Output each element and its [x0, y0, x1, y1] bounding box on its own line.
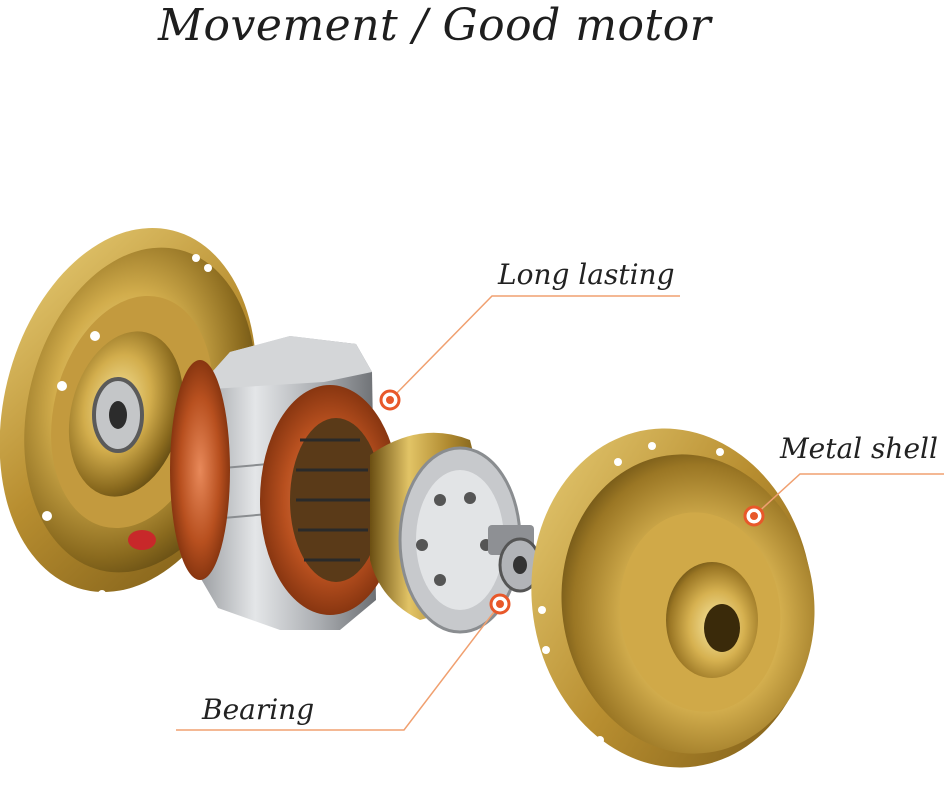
label-long-lasting: Long lasting: [498, 258, 675, 291]
copper-windings: [170, 360, 400, 615]
page-title: Movement / Good motor: [158, 0, 712, 51]
label-metal-shell: Metal shell: [780, 432, 938, 465]
callout-long-lasting: [379, 295, 680, 411]
callout-metal-shell: [743, 473, 944, 527]
rotor: [370, 432, 542, 634]
right-end-cap: [531, 428, 815, 768]
label-bearing: Bearing: [202, 693, 315, 726]
callout-bearing: [176, 593, 511, 731]
